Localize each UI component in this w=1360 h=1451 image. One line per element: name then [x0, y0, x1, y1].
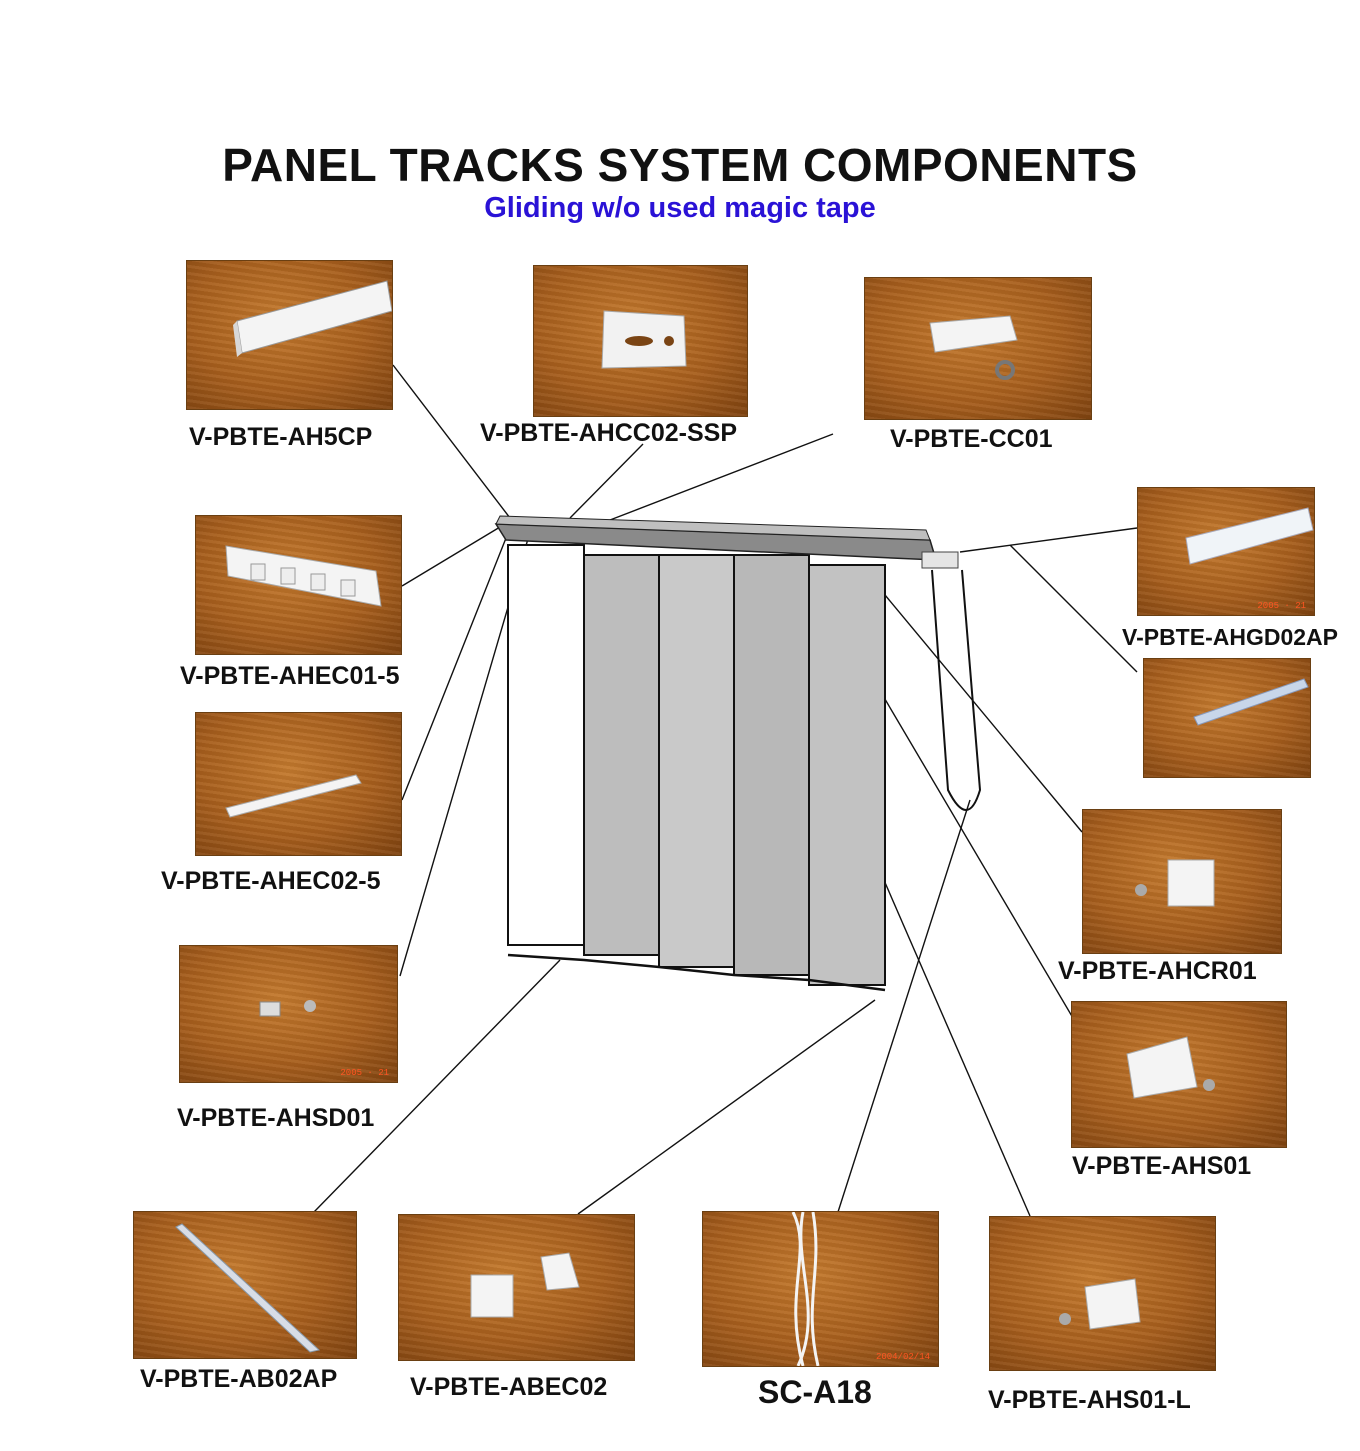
stopper-bracket-photo — [1071, 1001, 1287, 1148]
stopper-bracket-left-photo — [989, 1216, 1216, 1371]
component-label: V-PBTE-AH5CP — [189, 423, 373, 451]
fabric-panels — [507, 544, 886, 986]
component-label: V-PBTE-ABEC02 — [410, 1373, 608, 1401]
component-label: V-PBTE-AHEC02-5 — [161, 867, 381, 895]
aluminium-5-channel-track-photo — [186, 260, 393, 410]
leader-line — [577, 999, 876, 1215]
leader-line — [609, 433, 834, 521]
component-label: V-PBTE-AB02AP — [140, 1365, 338, 1393]
component-label: V-PBTE-AHS01-L — [988, 1386, 1191, 1414]
component-label: V-PBTE-AHSD01 — [177, 1104, 375, 1132]
end-cap — [921, 551, 959, 569]
component-label: V-PBTE-AHS01 — [1072, 1152, 1252, 1180]
leader-line — [884, 594, 1083, 833]
leader-line — [1009, 544, 1138, 673]
ceiling-clip-photo — [533, 265, 748, 417]
bottom-bar — [507, 953, 886, 992]
leader-line — [401, 523, 506, 587]
cord-roller-photo — [1082, 809, 1282, 954]
component-label: V-PBTE-AHGD02AP — [1122, 624, 1338, 650]
component-label: SC-A18 — [758, 1374, 872, 1410]
bottom-end-cap-photo — [398, 1214, 635, 1361]
component-label: V-PBTE-CC01 — [890, 425, 1053, 453]
leader-line — [392, 364, 511, 519]
glider-track-photo — [1143, 658, 1311, 778]
end-cap-5-channel-photo — [195, 515, 402, 655]
panel — [583, 554, 660, 956]
component-label: V-PBTE-AHEC01-5 — [180, 662, 400, 690]
leader-line — [959, 527, 1138, 553]
leader-line — [569, 443, 644, 519]
page-subtitle: Gliding w/o used magic tape — [484, 192, 876, 224]
end-cap-5-channel-flat-photo — [195, 712, 402, 856]
panel — [658, 554, 735, 968]
component-label: V-PBTE-AHCR01 — [1058, 957, 1257, 985]
panel — [507, 544, 585, 946]
glider-profile-photo: 2005 · 21 — [1137, 487, 1315, 616]
page-title: PANEL TRACKS SYSTEM COMPONENTS — [222, 139, 1138, 191]
panel — [808, 564, 886, 986]
headrail-top — [495, 515, 931, 541]
component-label: V-PBTE-AHCC02-SSP — [480, 419, 737, 447]
panel — [733, 554, 810, 976]
leader-line — [313, 959, 561, 1213]
bottom-bar-photo — [133, 1211, 357, 1359]
cord-loop — [931, 569, 982, 811]
stopper-photo: 2005 · 21 — [179, 945, 398, 1083]
cord-carrier-photo — [864, 277, 1092, 420]
photo-date-stamp: 2004/02/14 — [875, 1352, 930, 1362]
leader-line — [401, 527, 511, 801]
cord-photo: 2004/02/14 — [702, 1211, 939, 1367]
leader-line — [837, 799, 971, 1213]
